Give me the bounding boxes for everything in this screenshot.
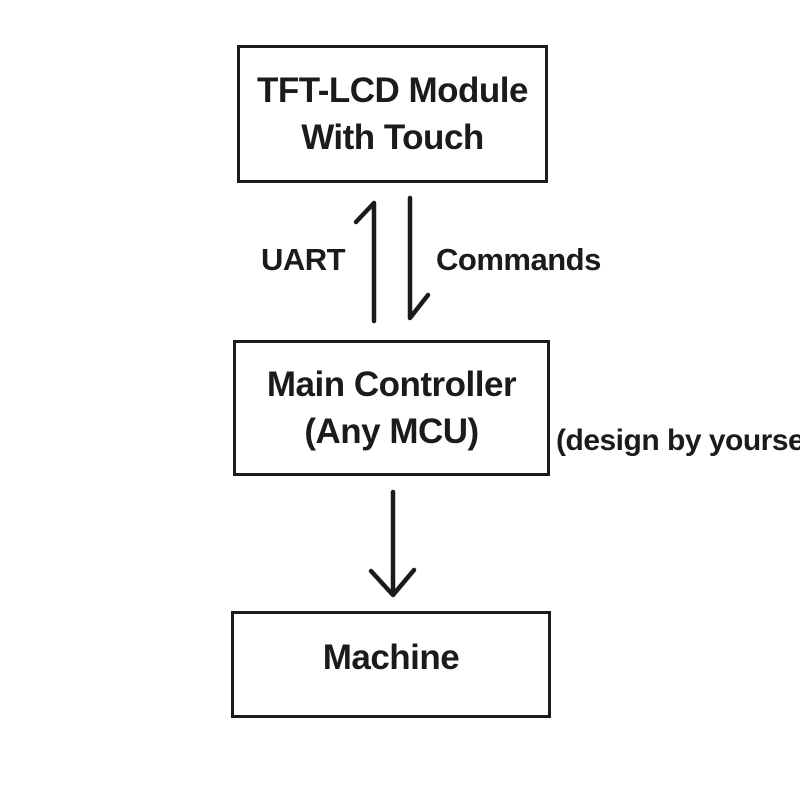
- node-main-controller: Main Controller (Any MCU): [233, 340, 550, 476]
- commands-down-arrow: [407, 195, 431, 321]
- uart-edge-label: UART: [261, 242, 346, 277]
- commands-edge-label: Commands: [436, 242, 601, 277]
- node-tft-lcd-module-line1: TFT-LCD Module: [256, 71, 529, 110]
- node-tft-lcd-module: TFT-LCD Module With Touch: [237, 45, 548, 183]
- node-machine-line1: Machine: [322, 638, 460, 677]
- uart-up-arrow: [353, 200, 377, 324]
- node-main-controller-line1: Main Controller: [266, 365, 517, 404]
- node-machine: Machine: [231, 611, 551, 718]
- machine-down-arrow: [368, 489, 417, 598]
- node-tft-lcd-module-line2: With Touch: [301, 118, 484, 157]
- design-note-label: (design by yourself): [556, 424, 800, 457]
- node-main-controller-line2: (Any MCU): [304, 412, 479, 451]
